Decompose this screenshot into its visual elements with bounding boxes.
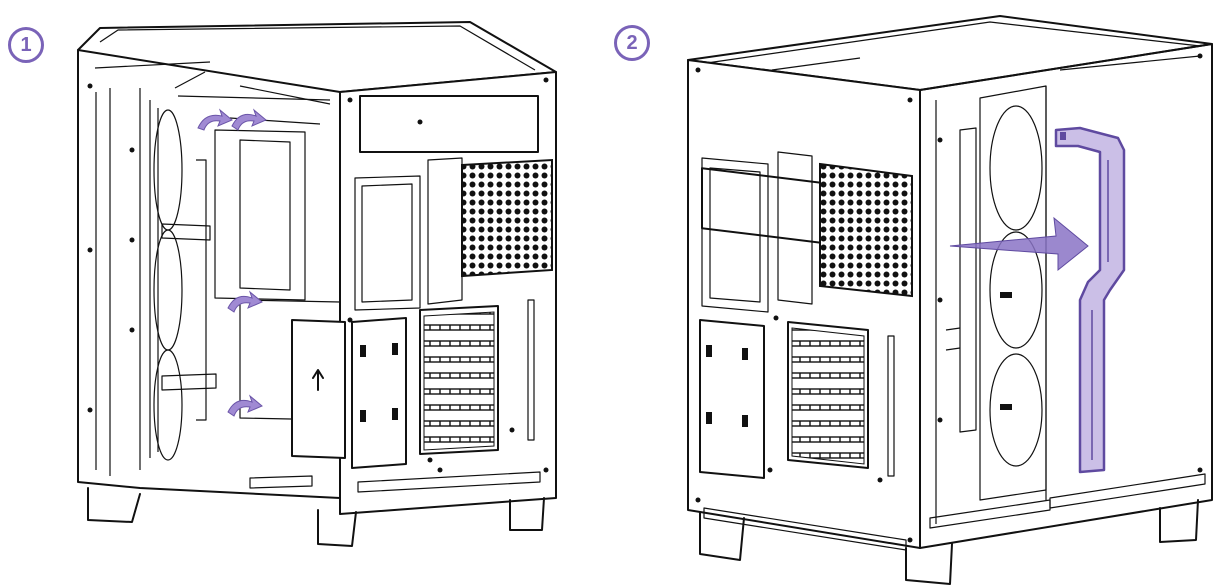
case-step-1	[77, 21, 557, 547]
step-number-badge: 1	[8, 27, 44, 63]
arrow-icon	[949, 216, 1089, 272]
arrow-icon	[197, 108, 267, 417]
vertical-gpu-bracket	[1054, 126, 1126, 474]
step-number-badge: 2	[614, 25, 650, 61]
case-step-2	[687, 15, 1213, 585]
